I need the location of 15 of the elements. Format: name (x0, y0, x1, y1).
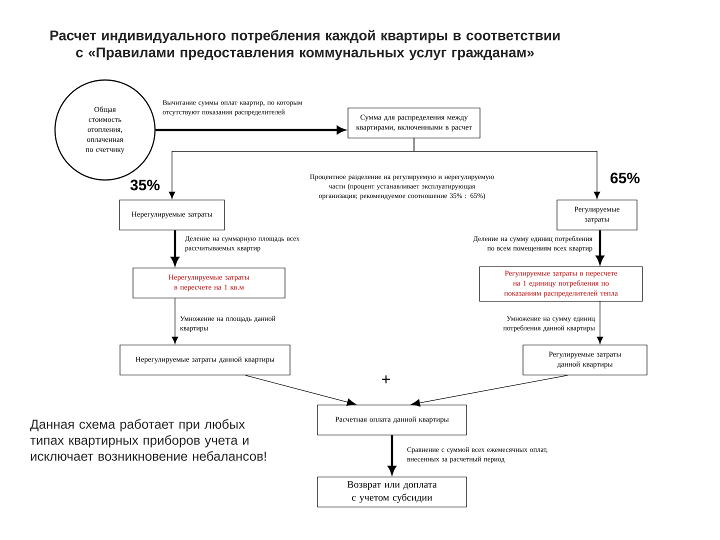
arrow (596, 301, 604, 344)
arrow (414, 138, 600, 199)
arrow (388, 435, 396, 474)
summary-text: Данная схема работает при любых типах квартирных приборов учета и исключает возникновение небалансов! (30, 419, 266, 461)
plus-sign: + (382, 375, 390, 384)
title: Расчет индивидуального потребления каждой квартиры в соответствии с «Правилами предоставления коммунальных услуг гражданам» (50, 30, 560, 60)
process-box: Возврат или доплата с учетом субсидии (317, 476, 467, 508)
arrow (410, 375, 568, 407)
arrow (245, 375, 356, 406)
arrow (156, 126, 346, 134)
percent-label: 65% (610, 172, 640, 184)
arrow (596, 230, 604, 264)
percent-label: 35% (130, 180, 160, 190)
arrow (171, 230, 179, 265)
arrow (172, 298, 178, 344)
